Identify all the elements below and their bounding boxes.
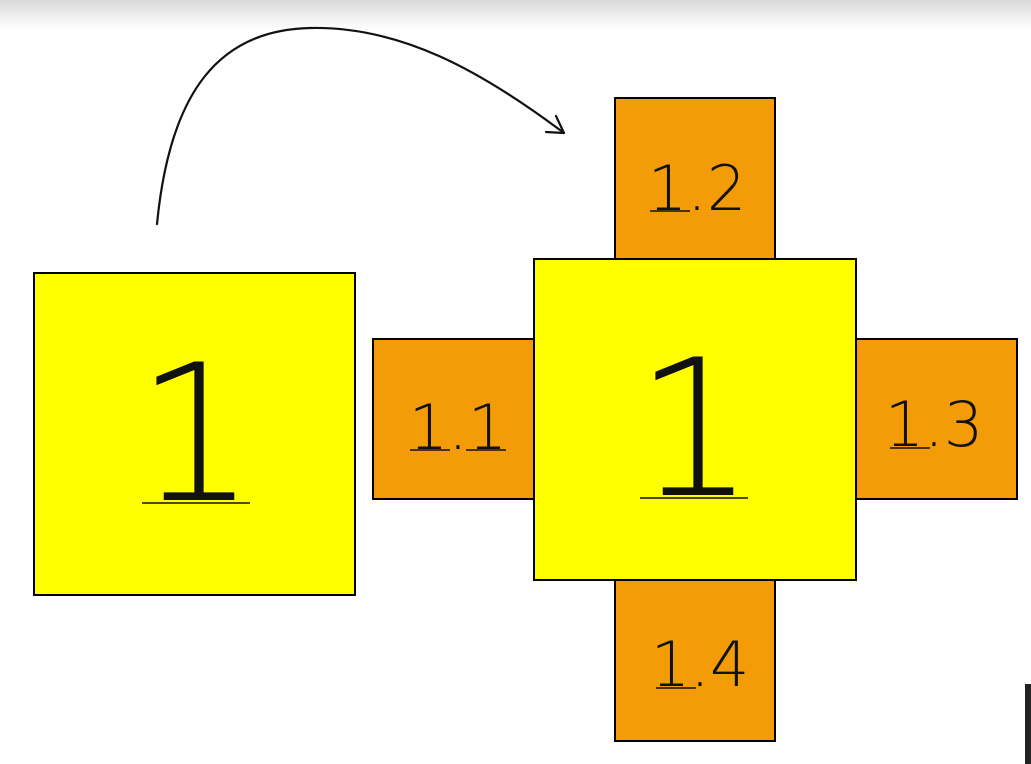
subsquare-top-label: 1.2 [648, 152, 747, 225]
arrow-head [544, 114, 566, 135]
subsquare-top: 1.2 [614, 97, 776, 261]
target-center-square: 1 [533, 258, 857, 581]
subsquare-bottom: 1.4 [614, 578, 776, 742]
target-center-box [533, 258, 857, 581]
subsquare-bottom-label: 1.4 [651, 628, 750, 701]
subsquare-right: 1.3 [854, 338, 1018, 500]
subsquare-left-label: 1.1 [409, 391, 508, 464]
curved-arrow-icon [155, 26, 566, 226]
subsquare-right-label: 1.3 [885, 388, 984, 461]
subsquare-bottom-box [614, 578, 776, 742]
source-label: 1 [136, 324, 257, 545]
source-square: 1 [33, 272, 356, 596]
target-center-label: 1 [635, 319, 756, 540]
target-group: 1.2 1.1 1.3 1.4 [372, 97, 1018, 742]
subsquare-left: 1.1 [372, 338, 536, 500]
source-square-box [33, 272, 356, 596]
top-shade [0, 0, 1031, 30]
arrow-curve [155, 26, 566, 226]
subsquare-right-box [854, 338, 1018, 500]
edge-marker [1025, 684, 1031, 764]
